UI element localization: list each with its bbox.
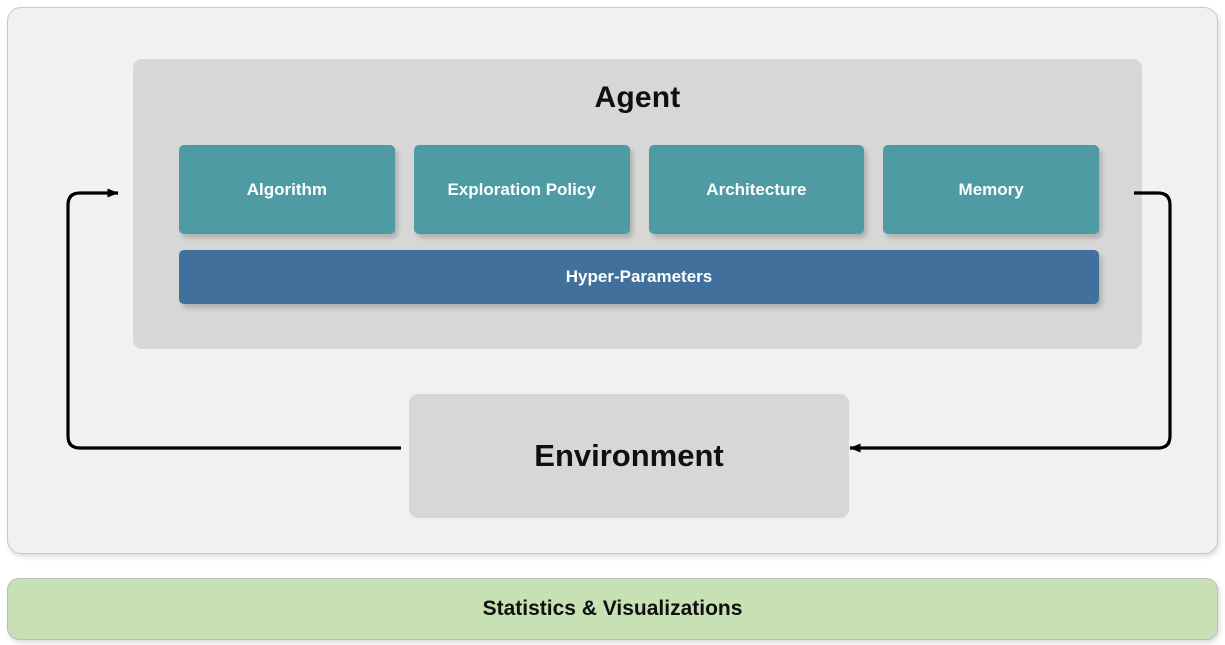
agent-component-architecture[interactable]: Architecture [648,145,865,234]
agent-panel[interactable]: Agent Algorithm Exploration Policy Archi… [133,59,1142,349]
environment-box[interactable]: Environment [409,394,849,518]
agent-component-memory[interactable]: Memory [883,145,1099,234]
agent-title: Agent [594,81,681,114]
agent-component-exploration-policy[interactable]: Exploration Policy [413,145,630,234]
statistics-visualizations-bar[interactable]: Statistics & Visualizations [7,578,1218,640]
agent-environment-loop-panel: Agent Algorithm Exploration Policy Archi… [7,7,1218,554]
agent-hyper-parameters-bar[interactable]: Hyper-Parameters [179,250,1099,304]
agent-components-row: Algorithm Exploration Policy Architectur… [179,145,1099,234]
agent-component-algorithm[interactable]: Algorithm [179,145,395,234]
